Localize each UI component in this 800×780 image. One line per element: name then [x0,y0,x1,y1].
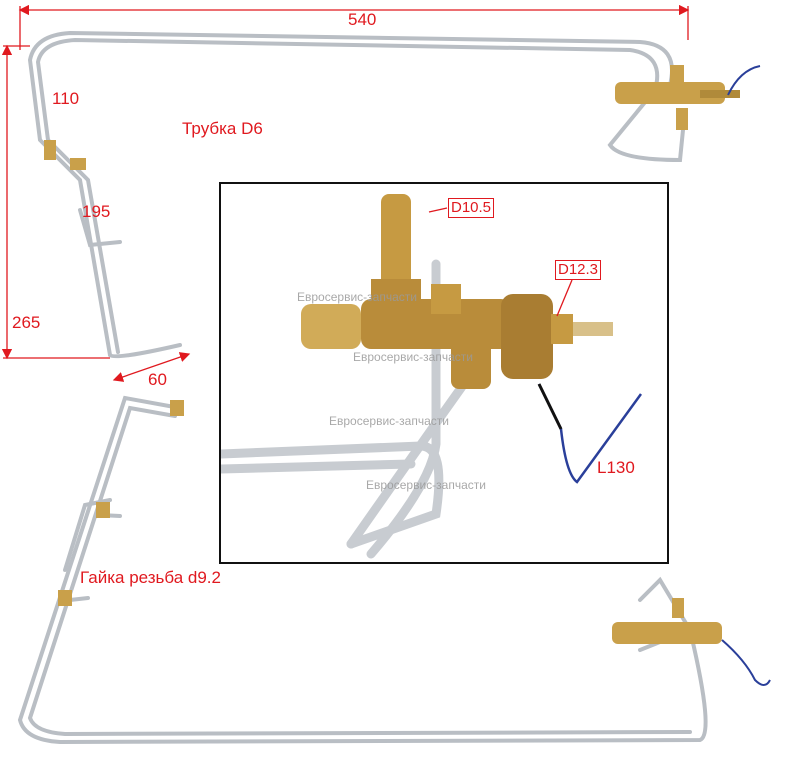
tube-label: Трубка D6 [182,119,263,138]
wire-length-label: L130 [597,458,635,477]
lower-brass-valve [58,400,771,686]
dimension-540: 540 [348,10,377,29]
watermark: Евросервис-запчасти [329,414,449,428]
watermark: Евросервис-запчасти [297,290,417,304]
watermark: Евросервис-запчасти [353,350,473,364]
dimension-265: 265 [12,313,41,332]
dimension-lines [1,4,690,382]
upper-brass-valve [44,65,761,170]
dimension-60: 60 [148,370,167,389]
inlet-diameter-label: D10.5 [448,198,495,218]
valve-closeup-photo [221,194,643,559]
thread-diameter-label: D12.3 [555,260,602,280]
nut-thread-label: Гайка резьба d9.2 [80,568,221,587]
dimension-110: 110 [52,89,80,108]
watermark: Евросервис-запчасти [366,478,486,492]
valve-closeup-inset: D10.5 D12.3 L130 Евросервис-запчасти Евр… [219,182,669,564]
dimension-195: 195 [82,202,111,221]
